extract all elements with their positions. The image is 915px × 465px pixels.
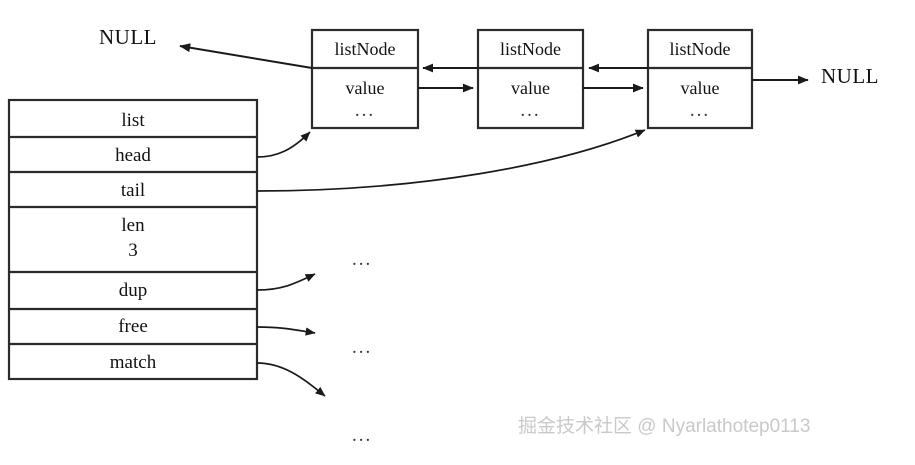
prev-null-arrow [179, 43, 313, 69]
struct-field-tail: tail [120, 180, 146, 201]
struct-field-free: free [118, 316, 148, 337]
ellipsis-dup-target: ... [352, 249, 373, 270]
struct-field-match: match [109, 352, 157, 373]
struct-field-head: head [115, 145, 151, 166]
head-pointer-arrow [256, 131, 311, 158]
node-3-value: value [680, 78, 720, 98]
node-3-type: listNode [669, 39, 731, 59]
node-2-more: ... [520, 100, 541, 121]
dup-pointer-arrow [256, 273, 316, 291]
ellipsis-match-target: ... [352, 425, 373, 446]
list-node-box-2 [476, 28, 585, 130]
struct-field-dup: dup [118, 280, 148, 301]
struct-field-len: len [121, 215, 145, 236]
node-2-type: listNode [500, 39, 561, 59]
null-label-left: NULL [99, 25, 157, 49]
ellipsis-free-target: ... [352, 337, 373, 358]
node-1-type: listNode [334, 39, 396, 59]
struct-field-len-value: 3 [128, 240, 138, 261]
node-3-more: ... [689, 100, 711, 121]
free-pointer-arrow [256, 326, 316, 336]
tail-pointer-arrow [256, 129, 646, 192]
struct-field-list: list [121, 110, 145, 131]
watermark: 掘金技术社区 @ Nyarlathotep0113 [518, 416, 811, 437]
list-struct-box [7, 98, 259, 381]
match-pointer-arrow [256, 362, 326, 397]
node-1-more: ... [354, 100, 376, 121]
list-node-box-1 [310, 28, 420, 130]
node-1-value: value [345, 78, 385, 98]
null-label-right: NULL [821, 64, 879, 88]
node-2-value: value [511, 78, 550, 98]
